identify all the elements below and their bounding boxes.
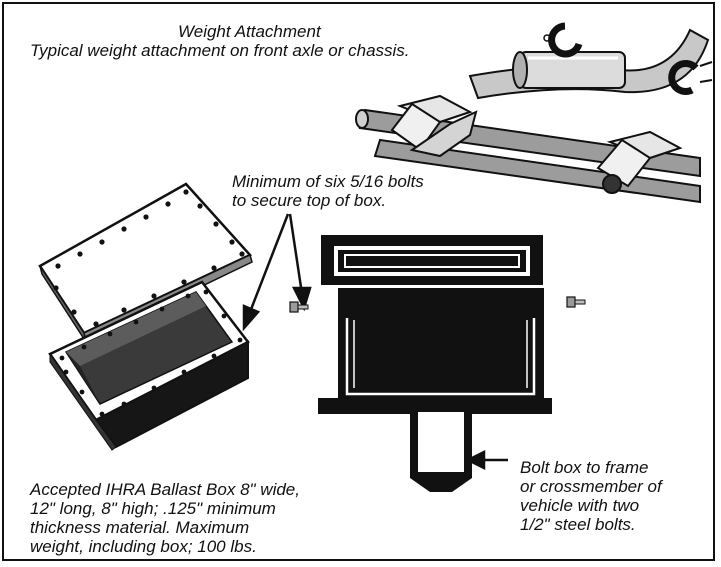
box-note-line3: thickness material. Maximum	[30, 518, 250, 537]
bolts-note-line2: to secure top of box.	[232, 191, 387, 210]
small-bolt-right	[566, 296, 586, 308]
frame-note-line3: vehicle with two	[520, 496, 640, 515]
box-cross-section	[318, 235, 552, 492]
frame-note-line1: Bolt box to frame	[520, 458, 649, 477]
diagram-subtitle: Typical weight attachment on front axle …	[30, 41, 410, 60]
c-clamp-top	[543, 22, 583, 58]
frame-mount-note: Bolt box to frame or crossmember of vehi…	[520, 458, 662, 534]
clamp-bracket-right	[596, 130, 683, 194]
axle-weight-illustration	[355, 22, 713, 204]
diagram-title: Weight Attachment	[178, 22, 321, 41]
frame-bolt-arrow	[465, 449, 508, 471]
ballast-box-note: Accepted IHRA Ballast Box 8" wide, 12" l…	[30, 480, 300, 556]
box-note-line2: 12" long, 8" high; .125" minimum	[30, 499, 276, 518]
small-bolt-left	[289, 301, 309, 313]
frame-note-line2: or crossmember of	[520, 477, 662, 496]
c-clamp-right	[668, 60, 713, 95]
frame-note-line4: 1/2" steel bolts.	[520, 515, 636, 534]
axle-weight-cylinder	[512, 51, 626, 89]
box-body	[48, 280, 250, 451]
ballast-box-illustration	[38, 182, 253, 451]
box-note-line4: weight, including box; 100 lbs.	[30, 537, 257, 556]
bolt-callout-arrows	[242, 213, 312, 332]
clamp-bracket-left	[390, 94, 478, 158]
box-note-line1: Accepted IHRA Ballast Box 8" wide,	[30, 480, 300, 499]
bolts-note-line1: Minimum of six 5/16 bolts	[232, 172, 424, 191]
